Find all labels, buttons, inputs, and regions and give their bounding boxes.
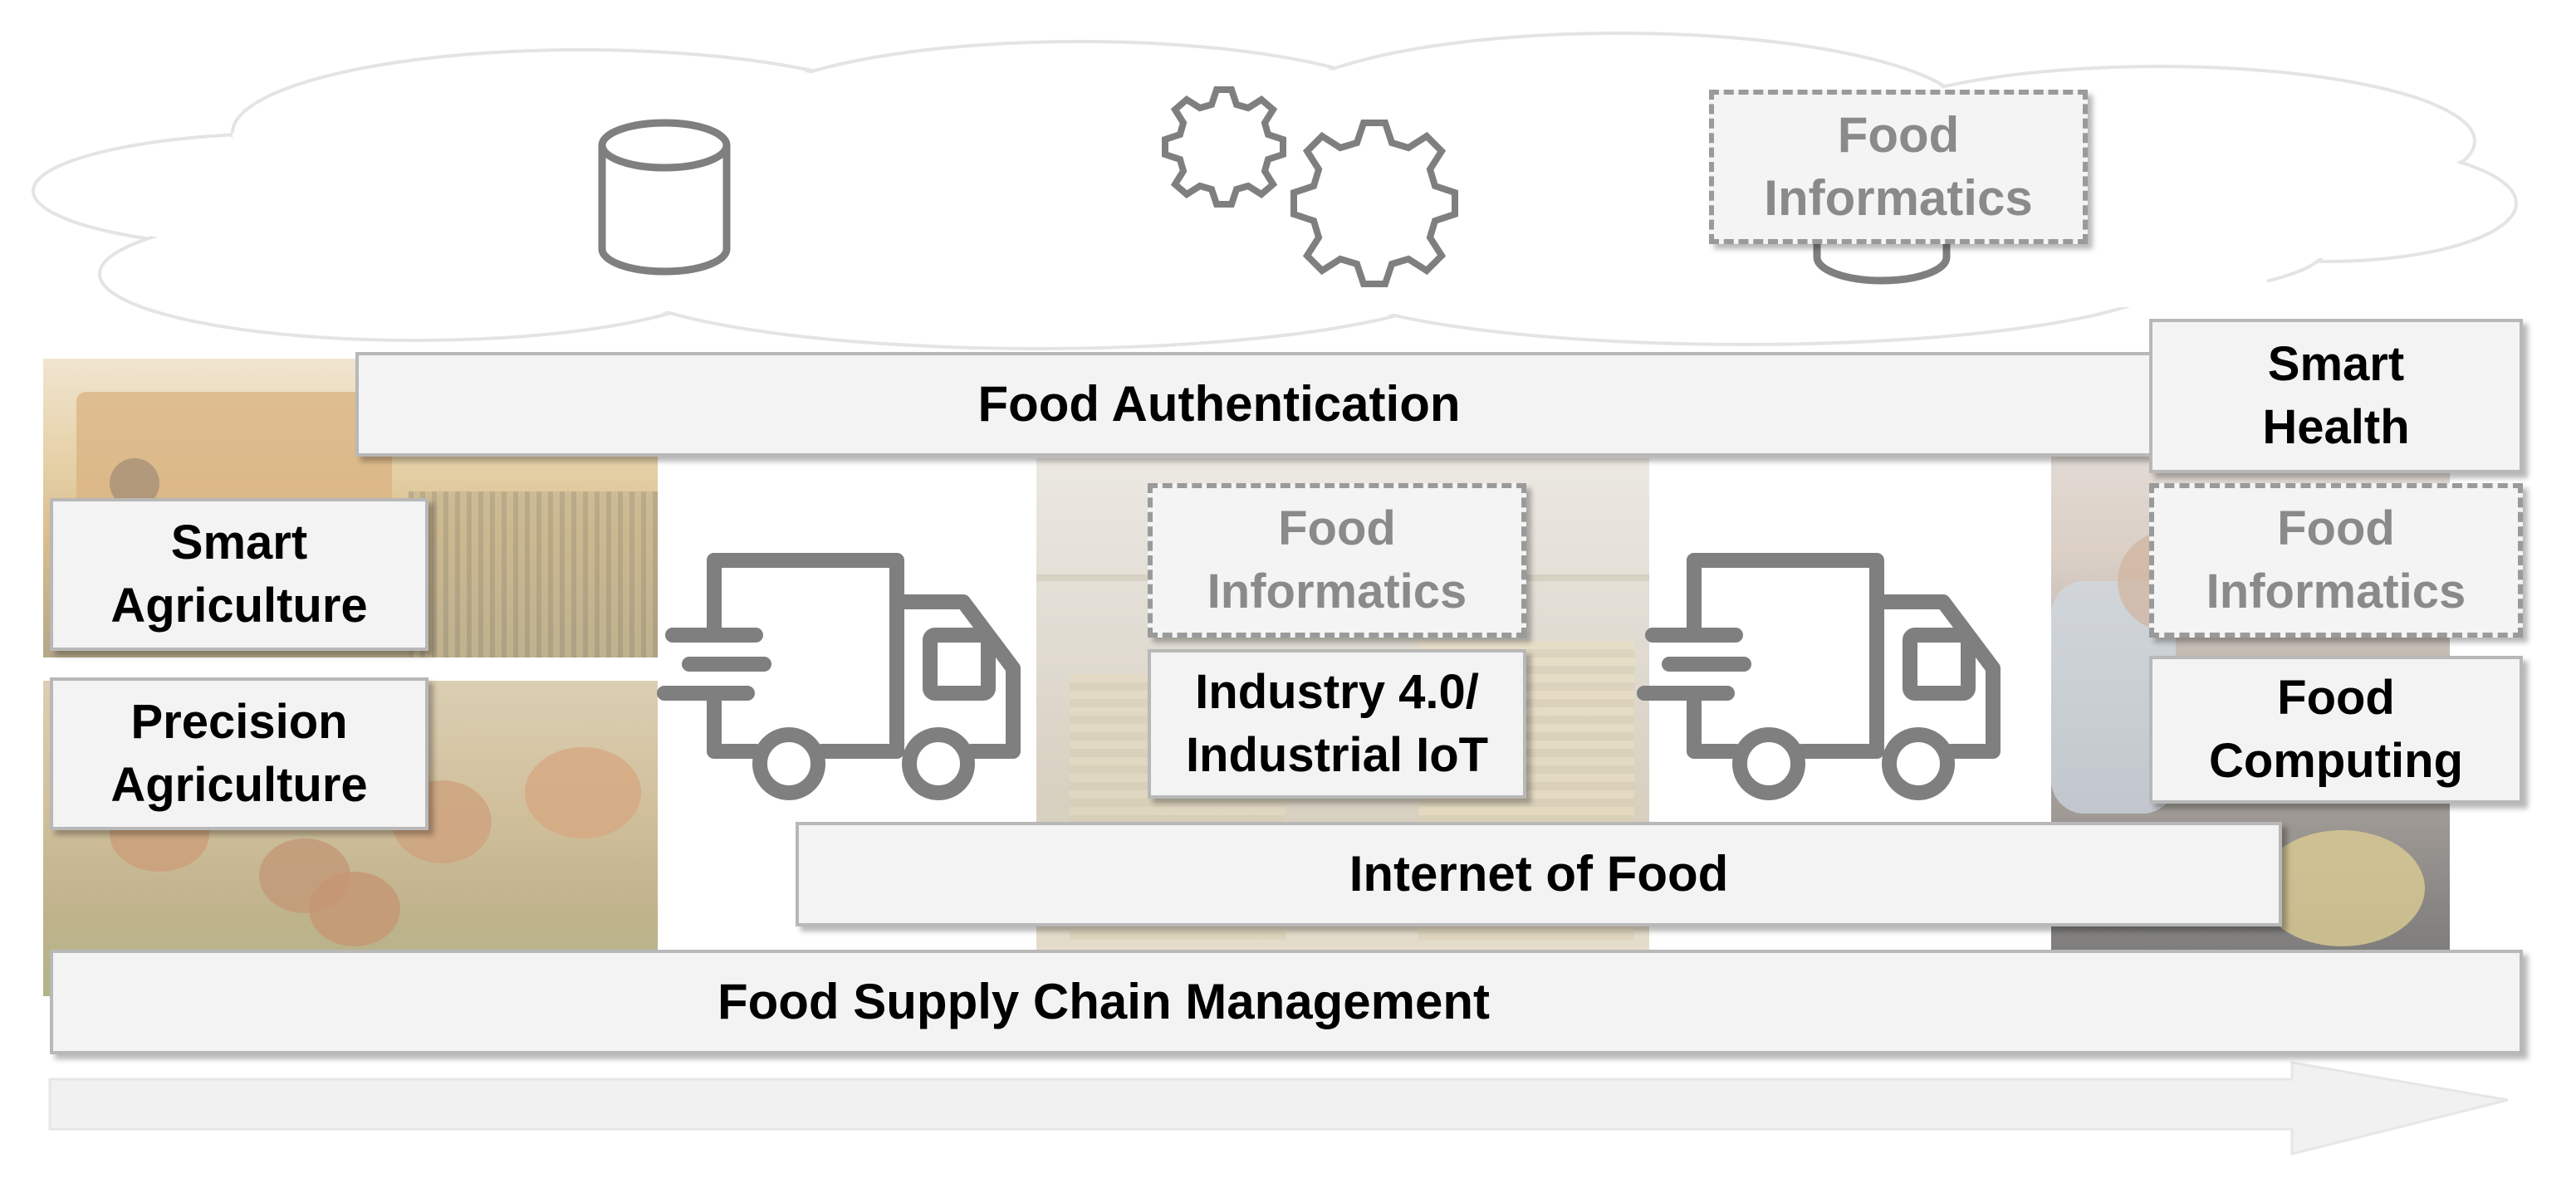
box-line: Informatics (1207, 565, 1467, 618)
precision-agriculture-box: Precision Agriculture (50, 677, 429, 830)
box-line: Informatics (1764, 170, 2033, 226)
box-line: Agriculture (110, 579, 368, 633)
internet-of-food-band: Internet of Food (796, 822, 2282, 926)
center-food-informatics-box: Food Informatics (1148, 483, 1526, 638)
box-line: Agriculture (110, 758, 368, 812)
box-line: Food (2277, 501, 2395, 555)
truck-icon (1637, 553, 2001, 800)
box-line: Food (1837, 107, 1960, 163)
box-line: Industrial IoT (1185, 728, 1489, 782)
box-line: Food (1278, 501, 1396, 555)
arrow-icon (48, 1061, 2509, 1156)
cloud-fill (37, 37, 2513, 345)
cloud-food-informatics-box: Food Informatics (1709, 90, 2088, 244)
box-line: Food (2277, 671, 2395, 725)
truck-icon (657, 553, 1021, 800)
box-line: Smart (170, 516, 308, 569)
box-line: Smart (2267, 337, 2405, 391)
band-label: Food Supply Chain Management (717, 974, 1491, 1029)
smart-agriculture-box: Smart Agriculture (50, 498, 429, 651)
box-line: Industry 4.0/ (1195, 665, 1479, 719)
smart-health-box: Smart Health (2149, 319, 2523, 473)
box-line: Health (2262, 400, 2410, 454)
food-authentication-band: Food Authentication (355, 352, 2224, 457)
right-food-informatics-box: Food Informatics (2149, 483, 2523, 638)
gears-icon (1162, 86, 1458, 287)
database-icon (598, 119, 731, 276)
box-line: Computing (2208, 734, 2464, 788)
industry-iot-box: Industry 4.0/ Industrial IoT (1148, 649, 1526, 799)
band-label: Food Authentication (977, 376, 1461, 432)
food-supply-chain-management-band: Food Supply Chain Management (50, 950, 2523, 1054)
box-line: Informatics (2206, 565, 2466, 618)
database-icon (1813, 208, 1951, 285)
food-computing-box: Food Computing (2149, 656, 2523, 804)
band-label: Internet of Food (1349, 846, 1729, 902)
box-line: Precision (130, 695, 348, 749)
